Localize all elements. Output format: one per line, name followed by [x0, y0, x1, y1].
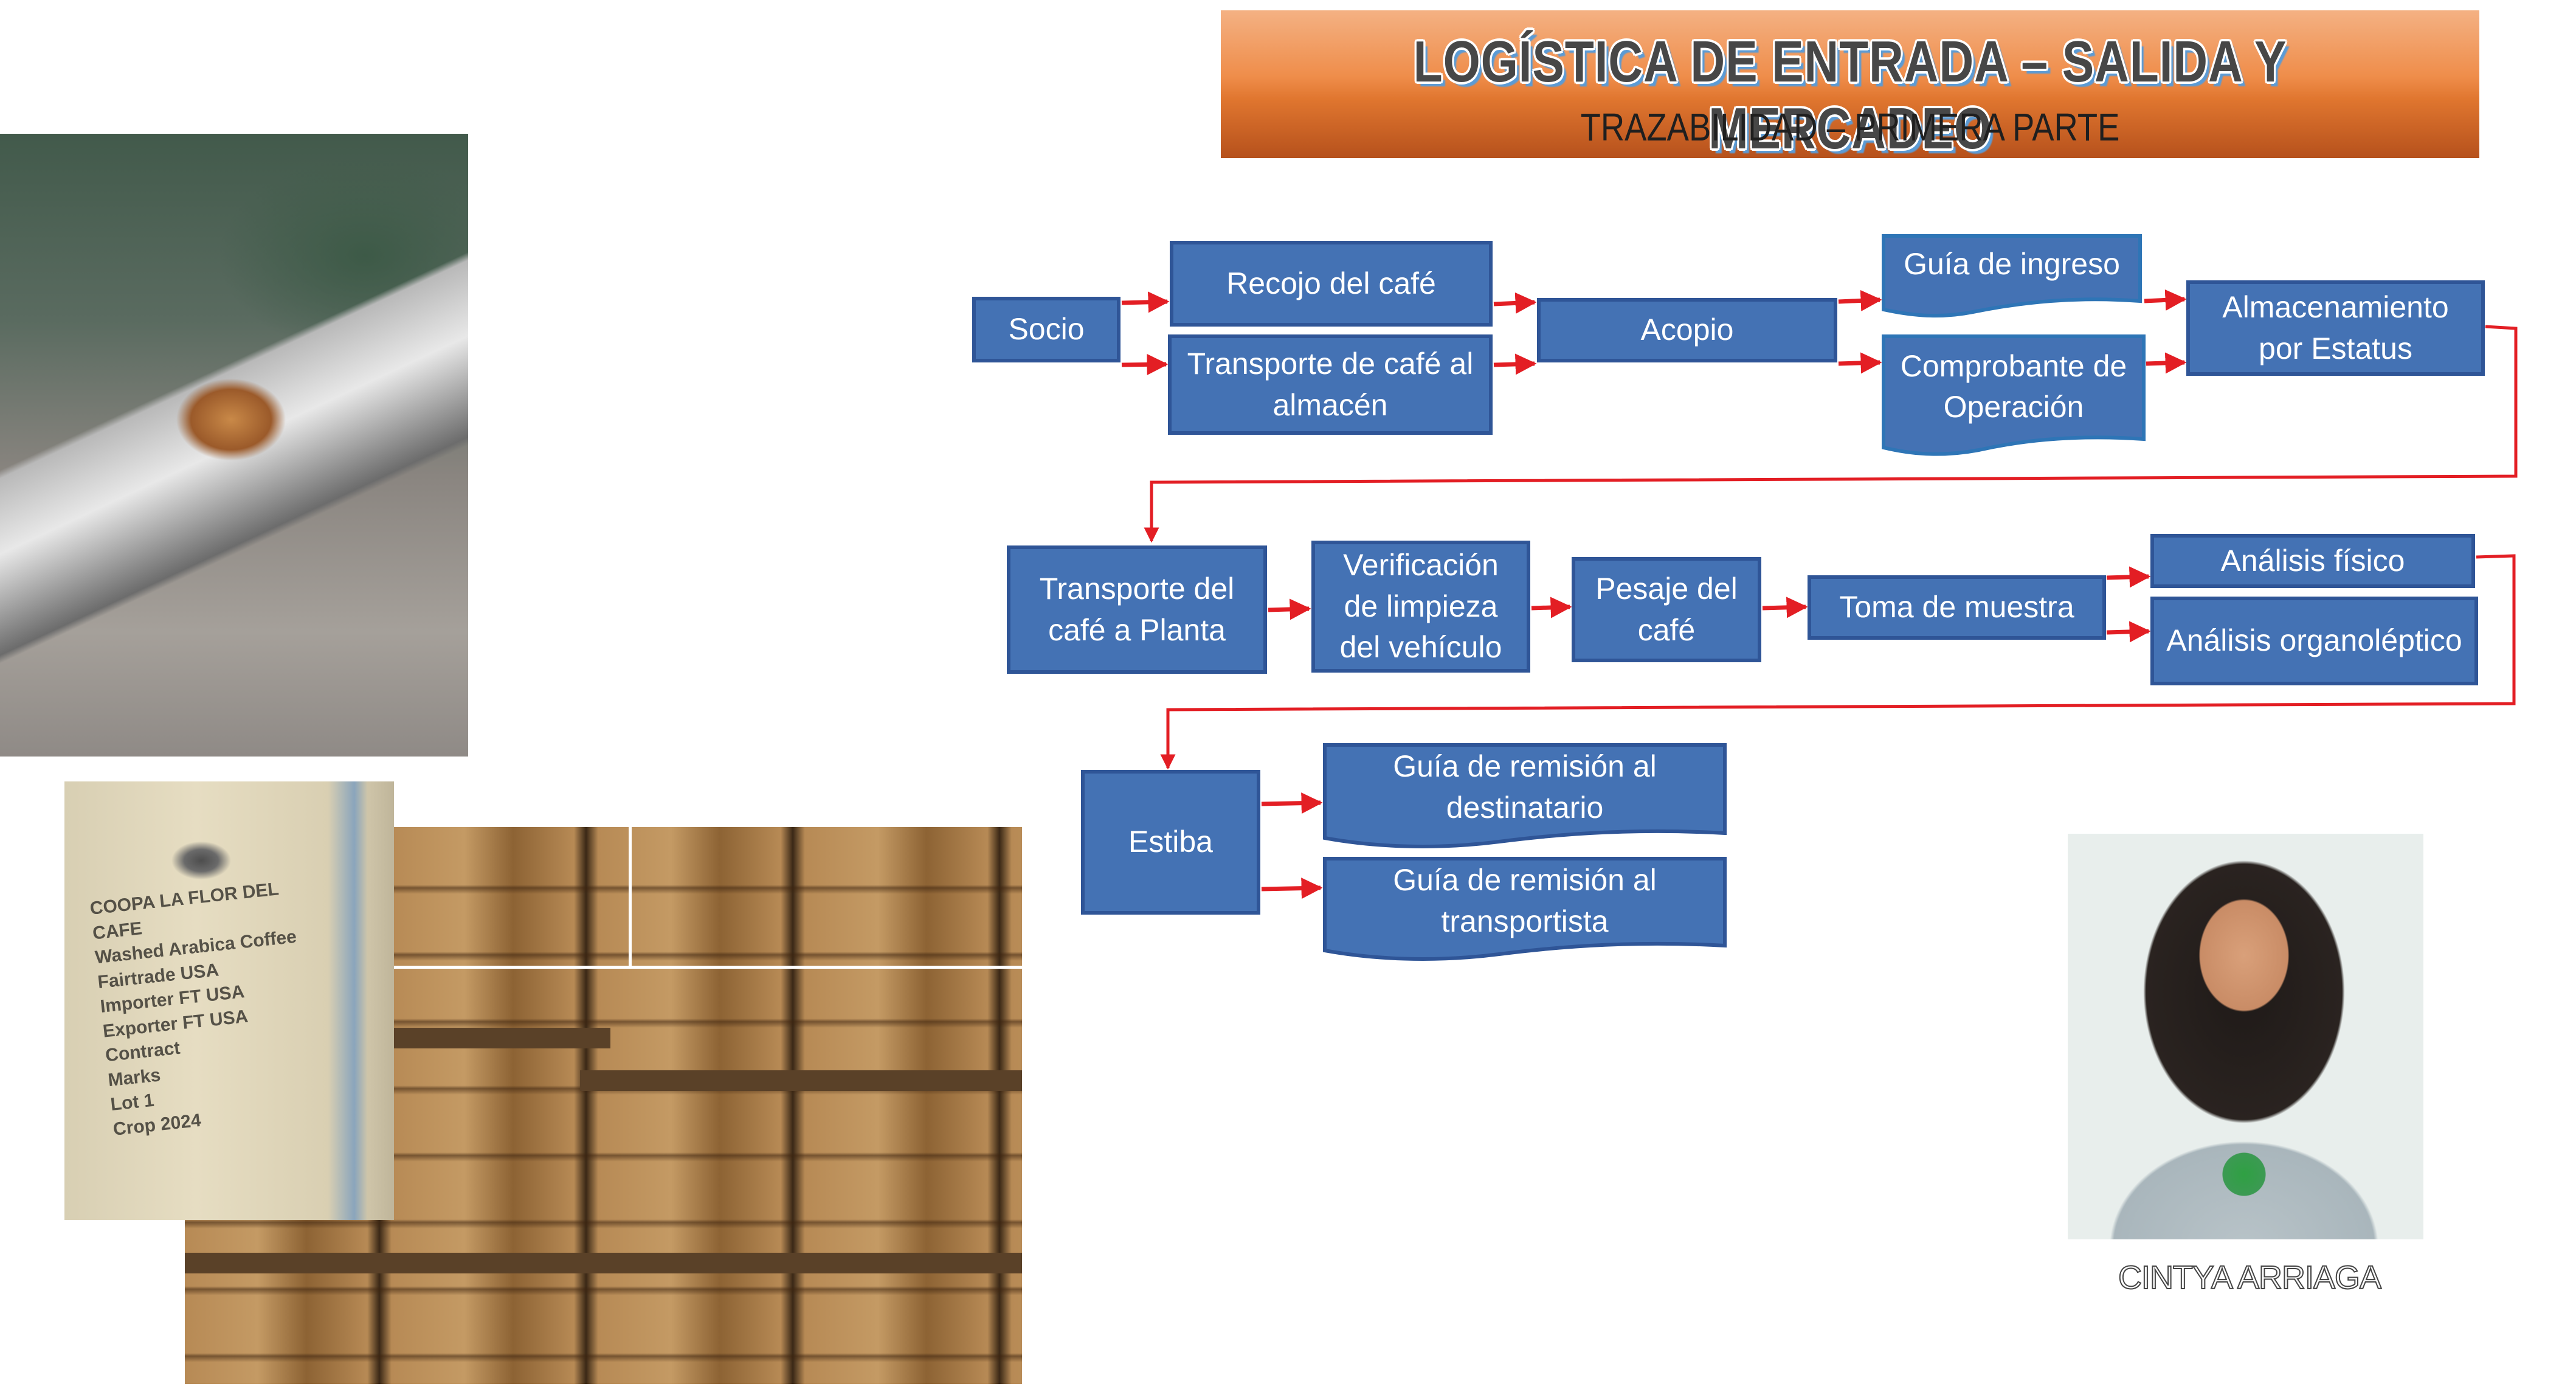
- sack-print: COOPA LA FLOR DEL CAFE Washed Arabica Co…: [89, 871, 356, 1142]
- arrow-estiba-destinatario: [1261, 792, 1323, 814]
- presenter-name: CINTYA ARRIAGA: [2118, 1259, 2382, 1297]
- document-guia-transportista[interactable]: Guía de remisión al transportista: [1323, 857, 1727, 961]
- arrow-socio-transporte: [1121, 353, 1169, 375]
- flow-step-label: Guía de remisión al transportista: [1393, 863, 1657, 938]
- flow-step-label: Recojo del café: [1226, 266, 1436, 300]
- flow-step-label: Almacenamiento por Estatus: [2222, 290, 2449, 365]
- frame-line: [291, 966, 1022, 969]
- arrow-verificacion-pesaje: [1531, 597, 1572, 618]
- flow-step-toma-muestra[interactable]: Toma de muestra: [1808, 575, 2106, 640]
- document-guia-ingreso[interactable]: Guía de ingreso: [1882, 234, 2142, 318]
- flow-step-transporte-planta[interactable]: Transporte del café a Planta: [1007, 545, 1267, 674]
- pallet: [580, 1070, 1022, 1091]
- flow-step-label: Guía de ingreso: [1904, 247, 2120, 282]
- document-shape: [1323, 857, 1727, 961]
- presenter-portrait-photo: [2068, 834, 2423, 1239]
- flow-step-analisis-organoleptico[interactable]: Análisis organoléptico: [2150, 597, 2478, 685]
- flow-step-transporte-almacen[interactable]: Transporte de café al almacén: [1168, 334, 1493, 435]
- document-shape: [1882, 334, 2146, 456]
- document-guia-destinatario[interactable]: Guía de remisión al destinatario: [1323, 743, 1727, 848]
- flow-step-label: Pesaje del café: [1595, 572, 1738, 647]
- coffee-sampler-photo: [0, 134, 468, 757]
- flow-step-pesaje[interactable]: Pesaje del café: [1572, 557, 1761, 662]
- arrow-estiba-transportista: [1261, 878, 1323, 899]
- flow-step-acopio[interactable]: Acopio: [1537, 298, 1837, 362]
- frame-line: [629, 827, 632, 967]
- flow-step-label: Verificación de limpieza del vehículo: [1339, 548, 1502, 665]
- flow-step-estiba[interactable]: Estiba: [1081, 770, 1260, 915]
- title-banner: LOGÍSTICA DE ENTRADA – SALIDA Y MERCADEO…: [1221, 10, 2479, 161]
- pallet: [185, 1253, 1022, 1273]
- arrow-comprobante-almacen: [2146, 352, 2187, 374]
- flow-step-label: Transporte de café al almacén: [1187, 347, 1474, 422]
- document-shape: [1323, 743, 1727, 848]
- coffee-sack-label-photo: COOPA LA FLOR DEL CAFE Washed Arabica Co…: [64, 781, 394, 1220]
- flow-step-label: Guía de remisión al destinatario: [1393, 749, 1657, 825]
- flow-step-analisis-fisico[interactable]: Análisis físico: [2150, 534, 2475, 588]
- arrow-socio-recojo: [1121, 291, 1170, 313]
- document-comprobante[interactable]: Comprobante de Operación: [1882, 334, 2146, 456]
- arrow-pesaje-toma: [1762, 597, 1808, 618]
- flow-step-almacenamiento[interactable]: Almacenamiento por Estatus: [2186, 280, 2485, 376]
- arrow-acopio-comprobante: [1838, 352, 1882, 374]
- flow-step-label: Comprobante de Operación: [1900, 348, 2127, 424]
- arrow-recojo-acopio: [1493, 292, 1537, 314]
- page-subtitle: TRAZABILIDAD – PRIMERA PARTE: [1580, 105, 2120, 149]
- arrow-acopio-guia: [1838, 289, 1882, 311]
- flow-step-label: Transporte del café a Planta: [1039, 572, 1235, 647]
- document-shape: [1882, 234, 2142, 318]
- flow-step-label: Estiba: [1128, 825, 1213, 859]
- arrow-transporte-acopio: [1493, 353, 1537, 375]
- page-title: LOGÍSTICA DE ENTRADA – SALIDA Y MERCADEO: [1413, 29, 2287, 161]
- flow-step-label: Toma de muestra: [1839, 590, 2074, 625]
- flow-step-label: Socio: [1008, 312, 1085, 347]
- flow-step-recojo[interactable]: Recojo del café: [1170, 241, 1493, 327]
- flow-step-socio[interactable]: Socio: [972, 297, 1121, 362]
- flow-step-label: Acopio: [1640, 313, 1734, 347]
- flow-step-label: Análisis organoléptico: [2166, 623, 2462, 658]
- flow-step-verificacion[interactable]: Verificación de limpieza del vehículo: [1311, 541, 1530, 673]
- arrow-guia-almacen: [2144, 289, 2187, 311]
- arrow-planta-verificacion: [1268, 598, 1311, 620]
- arrow-toma-organoleptico: [2106, 621, 2151, 643]
- arrow-toma-fisico: [2106, 566, 2151, 588]
- flow-step-label: Análisis físico: [2220, 543, 2405, 578]
